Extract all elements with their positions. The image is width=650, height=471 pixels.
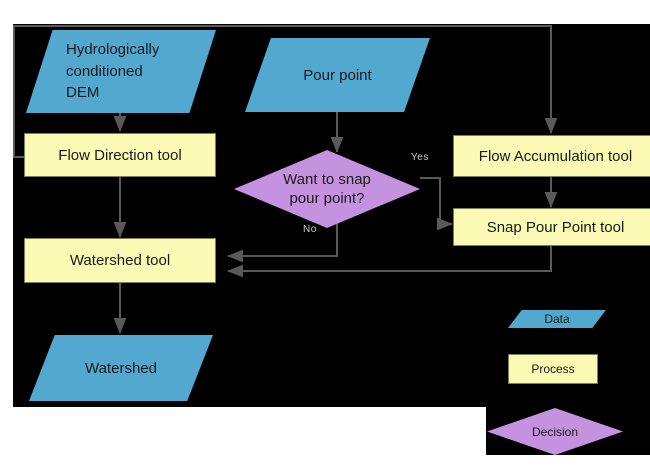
legend-label-decision: Decision: [531, 424, 579, 439]
node-label: Flow Accumulation tool: [478, 147, 633, 165]
node-hydrologically-conditioned-dem[interactable]: Hydrologically conditioned DEM: [26, 30, 216, 113]
legend-label-data: Data: [544, 312, 570, 326]
node-label: Snap Pour Point tool: [486, 218, 625, 236]
node-label: Watershed: [85, 359, 157, 377]
edge-label-yes: Yes: [411, 152, 429, 163]
node-watershed[interactable]: Watershed: [29, 335, 213, 401]
node-snap-pour-point-tool[interactable]: Snap Pour Point tool: [453, 208, 650, 246]
legend-swatch-data: Data: [508, 310, 606, 328]
node-label-line: pour point?: [289, 190, 365, 207]
node-pour-point[interactable]: Pour point: [245, 38, 430, 112]
edge-label-no-text: No: [303, 224, 317, 235]
edge-label-no: No: [303, 224, 317, 235]
node-label-line: Hydrologically: [66, 40, 160, 58]
node-flow-direction-tool[interactable]: Flow Direction tool: [24, 133, 216, 177]
legend-label-process: Process: [531, 362, 575, 376]
node-label-line: conditioned: [66, 62, 143, 80]
node-label: Flow Direction tool: [58, 146, 182, 164]
node-label: Pour point: [303, 66, 372, 84]
node-label-line: DEM: [66, 84, 100, 102]
edge-label-yes-text: Yes: [411, 152, 429, 163]
node-watershed-tool[interactable]: Watershed tool: [24, 238, 216, 283]
node-label: Watershed tool: [69, 252, 171, 269]
node-flow-accumulation-tool[interactable]: Flow Accumulation tool: [453, 135, 650, 177]
node-label-line: Want to snap: [283, 170, 371, 188]
legend-swatch-process: Process: [508, 354, 598, 384]
